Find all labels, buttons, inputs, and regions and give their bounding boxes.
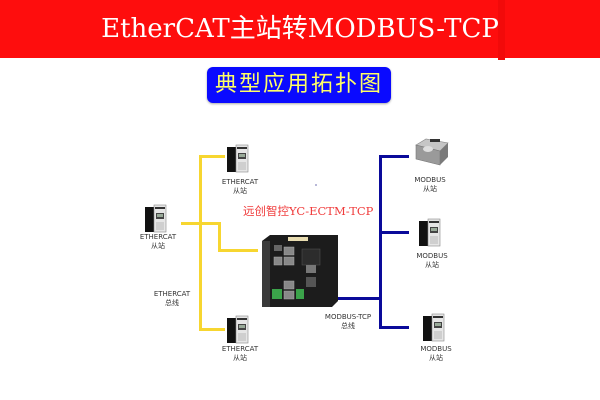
ethercat-bus-vertical [199,155,202,331]
servo-drive-icon [227,144,249,173]
gateway-device-icon [262,235,338,307]
ethercat-branch-gateway-v [218,222,221,252]
gateway-device [260,235,340,307]
ethercat-slave-bottom-label: ETHERCAT 从站 [221,345,259,362]
modbus-slave-bottom-label: MODBUS 从站 [420,345,452,362]
servo-drive-icon [419,218,441,247]
modbus-branch-gateway [338,297,382,300]
subtitle-badge: 典型应用拓扑图 [207,67,391,103]
modbus-bus-vertical [379,155,382,329]
ethercat-branch-top [199,155,225,158]
modbus-branch-bottom [379,326,409,329]
modbus-slave-top [412,137,450,169]
ethercat-slave-bottom [226,315,250,345]
ethercat-branch-bottom [199,328,225,331]
ethercat-slave-top [226,144,250,174]
io-module-icon [415,138,449,166]
stray-dot [315,184,317,186]
modbus-slave-bottom [422,313,446,343]
ethercat-slave-left-label: ETHERCAT 从站 [139,233,177,250]
servo-drive-icon [145,204,167,233]
gateway-product-label: 远创智控YC-ECTM-TCP [243,204,374,218]
ethercat-branch-left [181,222,221,225]
modbus-branch-mid [379,231,409,234]
modbus-slave-mid-label: MODBUS 从站 [416,252,448,269]
banner-notch [498,0,505,60]
modbus-branch-top [379,155,409,158]
modbus-slave-top-label: MODBUS 从站 [414,176,446,193]
ethercat-slave-left [144,204,168,234]
modbus-bus-label: MODBUS-TCP 总线 [324,313,372,330]
servo-drive-icon [227,315,249,344]
servo-drive-icon [423,313,445,342]
ethercat-bus-label: ETHERCAT 总线 [153,290,191,307]
ethercat-branch-gateway-h [218,249,258,252]
modbus-slave-mid [418,218,442,248]
title-banner: EtherCAT主站转MODBUS-TCP [0,0,600,60]
ethercat-slave-top-label: ETHERCAT 从站 [221,178,259,195]
page-title: EtherCAT主站转MODBUS-TCP [101,14,499,44]
